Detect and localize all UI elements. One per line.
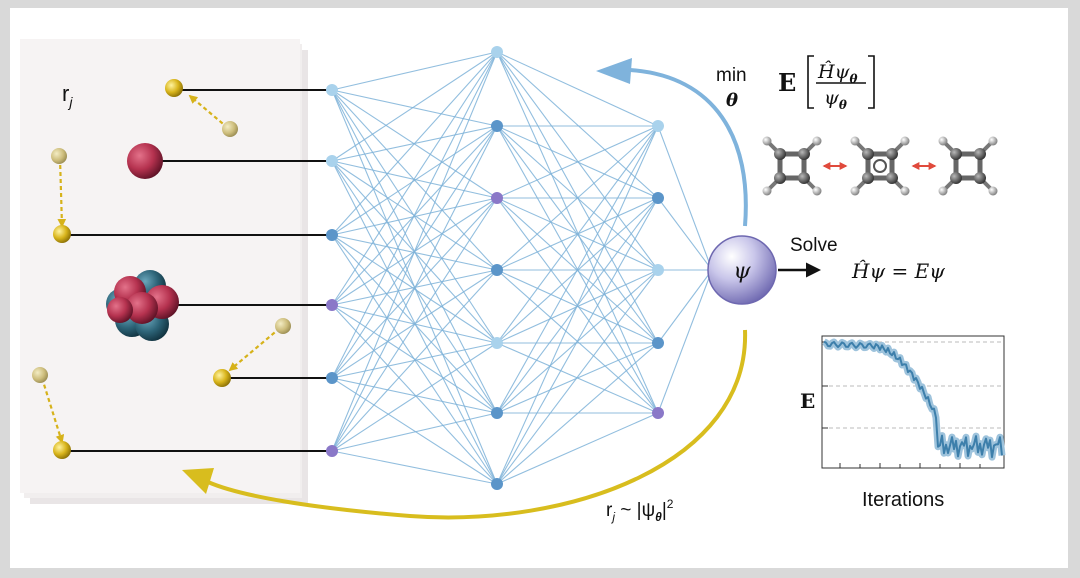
network-edge: [496, 51, 659, 271]
network-node: [491, 46, 503, 58]
plot-y-label: E: [800, 389, 815, 413]
svg-text:ψ: ψ: [733, 259, 751, 284]
network-edge: [331, 51, 498, 236]
network-edge: [331, 342, 498, 452]
network-edge: [331, 125, 498, 236]
input-lines: [66, 89, 332, 452]
loss-formula: min θ E Ĥψθ ψθ: [716, 55, 875, 112]
cyclobutadiene-molecule: [850, 136, 910, 196]
previous-electron-positions: [32, 121, 291, 383]
network-edge: [496, 342, 659, 414]
network-edge: [331, 160, 498, 485]
plot-x-label: Iterations: [862, 489, 944, 511]
cyclobutadiene-molecules: [762, 136, 998, 196]
svg-text:min: min: [716, 65, 747, 86]
positions-label: rj: [62, 81, 73, 110]
network-node: [652, 337, 664, 349]
network-edge: [496, 125, 659, 271]
network-edge: [496, 125, 659, 485]
network-node: [491, 192, 503, 204]
optimization-arrow: [596, 58, 748, 227]
network-node: [491, 478, 503, 490]
network-node: [326, 445, 338, 457]
heavy-nucleus: [106, 270, 179, 341]
network-edge: [331, 89, 498, 127]
network-edge: [331, 304, 498, 485]
proton-nucleus: [127, 143, 163, 179]
network-edge: [331, 412, 498, 452]
sampling-label: rj ~ |ψθ|2: [606, 497, 674, 524]
network-node: [491, 120, 503, 132]
diagram-canvas: rj: [20, 39, 1006, 524]
network-node: [326, 229, 338, 241]
network-edge: [657, 269, 713, 414]
particle-panel: [20, 39, 308, 504]
cyclobutadiene-molecule: [938, 136, 998, 196]
network-edge: [496, 125, 659, 344]
network-edges: [331, 51, 713, 485]
network-edge: [331, 269, 498, 452]
svg-text:E: E: [778, 68, 796, 97]
network-edge: [331, 51, 498, 452]
figure-frame: rj: [10, 8, 1068, 568]
network-node: [491, 264, 503, 276]
wavefunction-node: ψ: [707, 235, 777, 305]
network-node: [652, 264, 664, 276]
svg-text:ψθ: ψθ: [824, 87, 847, 112]
network-edge: [496, 269, 659, 344]
network-edge: [657, 269, 713, 344]
network-edge: [331, 51, 498, 162]
network-node: [491, 337, 503, 349]
network-edge: [331, 377, 498, 414]
energy-convergence-plot: E Iterations: [800, 335, 1006, 511]
network-edge: [331, 197, 498, 236]
svg-text:Ĥψθ: Ĥψθ: [817, 60, 857, 86]
network-edge: [496, 125, 659, 199]
svg-text:θ: θ: [726, 90, 738, 111]
network-edge: [331, 51, 498, 91]
network-node: [652, 192, 664, 204]
network-edge: [331, 51, 498, 379]
displacement-arrows: [40, 94, 281, 444]
network-edge: [496, 269, 659, 485]
network-edge: [496, 51, 659, 127]
network-edge: [657, 197, 713, 271]
network-node: [326, 155, 338, 167]
electrons: [53, 79, 231, 459]
network-edge: [496, 51, 659, 199]
network-edge: [496, 125, 659, 414]
network-edge: [331, 197, 498, 452]
network-node: [652, 120, 664, 132]
network-edge: [331, 125, 498, 452]
network-edge: [496, 412, 659, 485]
sampling-arrow: [182, 329, 748, 520]
schrodinger-equation: Ĥψ = Eψ: [851, 259, 945, 283]
network-node: [326, 372, 338, 384]
network-edge: [331, 51, 498, 306]
network-node: [326, 299, 338, 311]
network-node: [652, 407, 664, 419]
network-edge: [331, 450, 498, 485]
network-edge: [496, 342, 659, 485]
network-node: [491, 407, 503, 419]
cyclobutadiene-molecule: [762, 136, 822, 196]
network-edge: [496, 197, 659, 485]
network-node: [326, 84, 338, 96]
network-edge: [657, 125, 713, 271]
network-edge: [496, 51, 659, 414]
network-nodes: [326, 46, 664, 490]
solve-label: Solve: [790, 235, 838, 256]
